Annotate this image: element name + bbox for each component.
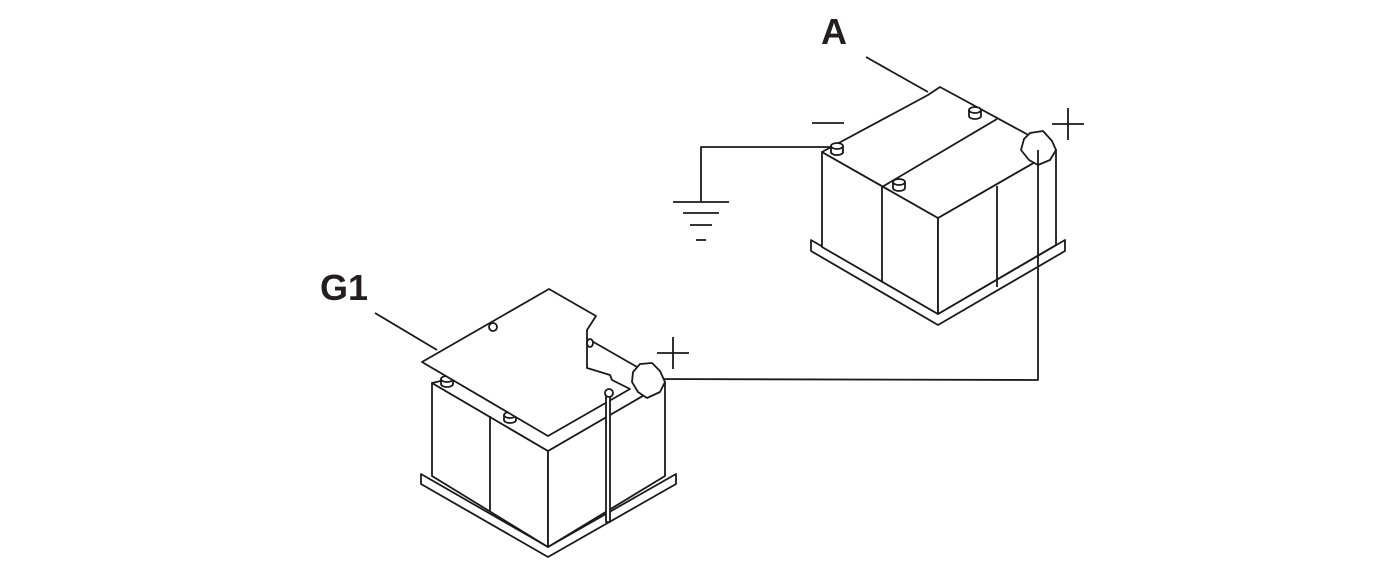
terminal-icon xyxy=(968,106,982,120)
positive-terminal-clamp-g1 xyxy=(631,362,666,399)
hold-down-rod xyxy=(605,394,611,523)
terminal-icon xyxy=(830,142,844,156)
terminal-icon xyxy=(488,322,498,332)
terminal-icon xyxy=(586,338,594,348)
plus-sign-icon xyxy=(1052,108,1084,140)
battery-g1-cover xyxy=(421,288,631,437)
terminal-icon xyxy=(503,411,517,424)
positive-cable xyxy=(647,150,1039,381)
terminal-icon xyxy=(892,178,906,192)
positive-terminal-clamp-a xyxy=(1020,130,1057,166)
battery-g1 xyxy=(374,288,677,558)
battery-a-label: A xyxy=(821,11,847,52)
ground-icon xyxy=(673,146,832,241)
battery-a xyxy=(810,56,1066,326)
battery-g1-label: G1 xyxy=(320,267,369,308)
plus-sign-icon xyxy=(657,337,689,369)
